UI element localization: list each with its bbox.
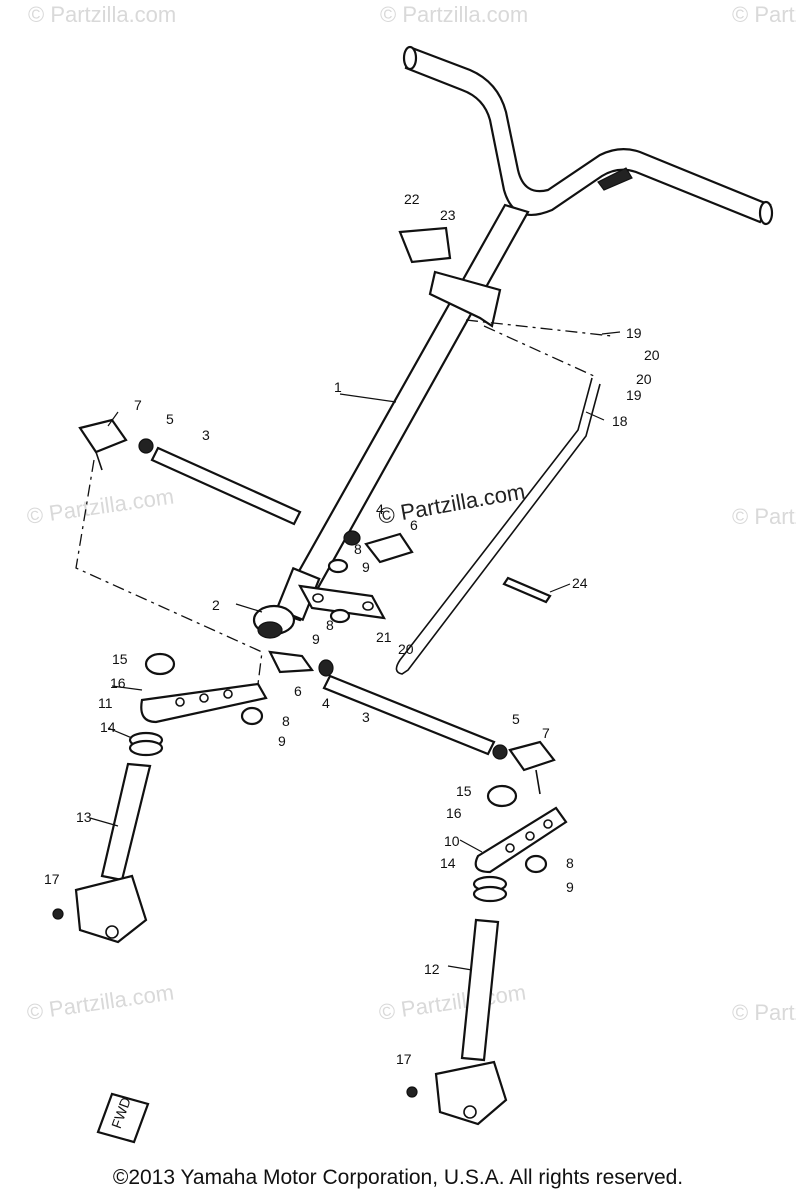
watermark: © Partzilla.com	[25, 980, 175, 1025]
callout-labels: 1 2 3 3 4 4 5 5 6 6 7 7 8 8 8 8 9 9 9 9 …	[44, 191, 660, 1067]
spindle-left	[74, 762, 152, 944]
bolt-right	[406, 1086, 418, 1098]
callout-2: 2	[212, 597, 220, 613]
callout-7: 7	[134, 397, 142, 413]
callout-24: 24	[572, 575, 588, 591]
callout-8: 8	[566, 855, 574, 871]
callout-14: 14	[440, 855, 456, 871]
callout-6: 6	[410, 517, 418, 533]
callout-19: 19	[626, 387, 642, 403]
callout-1: 1	[334, 379, 342, 395]
fwd-marker: FWD	[96, 1092, 150, 1144]
callout-9: 9	[312, 631, 320, 647]
watermark-center: © Partzilla.com	[377, 479, 527, 529]
callout-5: 5	[166, 411, 174, 427]
callout-8: 8	[282, 713, 290, 729]
callout-14: 14	[100, 719, 116, 735]
tie-rod-upper	[78, 418, 302, 526]
watermark: © Partzilla.com	[25, 484, 175, 529]
tie-rod-lower	[268, 650, 556, 795]
callout-17: 17	[396, 1051, 412, 1067]
callout-9: 9	[566, 879, 574, 895]
watermark: © Partzilla.com	[732, 2, 796, 27]
callout-20: 20	[398, 641, 414, 657]
callout-13: 13	[76, 809, 92, 825]
watermark: © Partzilla.com	[732, 504, 796, 529]
callout-3: 3	[362, 709, 370, 725]
callout-6: 6	[294, 683, 302, 699]
copyright-notice: ©2013 Yamaha Motor Corporation, U.S.A. A…	[112, 1166, 684, 1189]
assembly-lines	[75, 319, 613, 685]
spindle-right	[434, 918, 508, 1126]
callout-9: 9	[362, 559, 370, 575]
bolt-left	[52, 908, 64, 920]
callout-8: 8	[326, 617, 334, 633]
steering-arm-left	[140, 652, 268, 726]
leader-lines	[89, 331, 621, 971]
callout-16: 16	[110, 675, 126, 691]
callout-21: 21	[376, 629, 392, 645]
callout-3: 3	[202, 427, 210, 443]
callout-10: 10	[444, 833, 460, 849]
callout-7: 7	[542, 725, 550, 741]
watermark: © Partzilla.com	[732, 1000, 796, 1025]
watermark: © Partzilla.com	[380, 2, 528, 27]
shift-rod	[395, 377, 601, 675]
callout-8: 8	[354, 541, 362, 557]
callout-18: 18	[612, 413, 628, 429]
callout-23: 23	[440, 207, 456, 223]
spring-left	[128, 731, 164, 757]
spring-right	[472, 875, 508, 903]
ball-joint-upper	[327, 530, 414, 624]
callout-16: 16	[446, 805, 462, 821]
callout-9: 9	[278, 733, 286, 749]
callout-20: 20	[644, 347, 660, 363]
callout-4: 4	[376, 501, 384, 517]
watermarks: © Partzilla.com © Partzilla.com © Partzi…	[25, 2, 796, 1025]
column-bushing	[252, 604, 296, 639]
callout-11: 11	[98, 695, 113, 711]
callout-15: 15	[112, 651, 128, 667]
pin	[502, 576, 552, 604]
callout-15: 15	[456, 783, 472, 799]
column-bracket	[297, 584, 387, 620]
watermark: © Partzilla.com	[28, 2, 176, 27]
steering-arm-right	[474, 784, 568, 874]
callout-4: 4	[322, 695, 330, 711]
callout-17: 17	[44, 871, 60, 887]
callout-22: 22	[404, 191, 420, 207]
callout-19: 19	[626, 325, 642, 341]
callout-20: 20	[636, 371, 652, 387]
callout-5: 5	[512, 711, 520, 727]
callout-12: 12	[424, 961, 440, 977]
handlebar	[402, 45, 774, 226]
steering-column	[274, 203, 530, 622]
watermark: © Partzilla.com	[377, 980, 527, 1025]
